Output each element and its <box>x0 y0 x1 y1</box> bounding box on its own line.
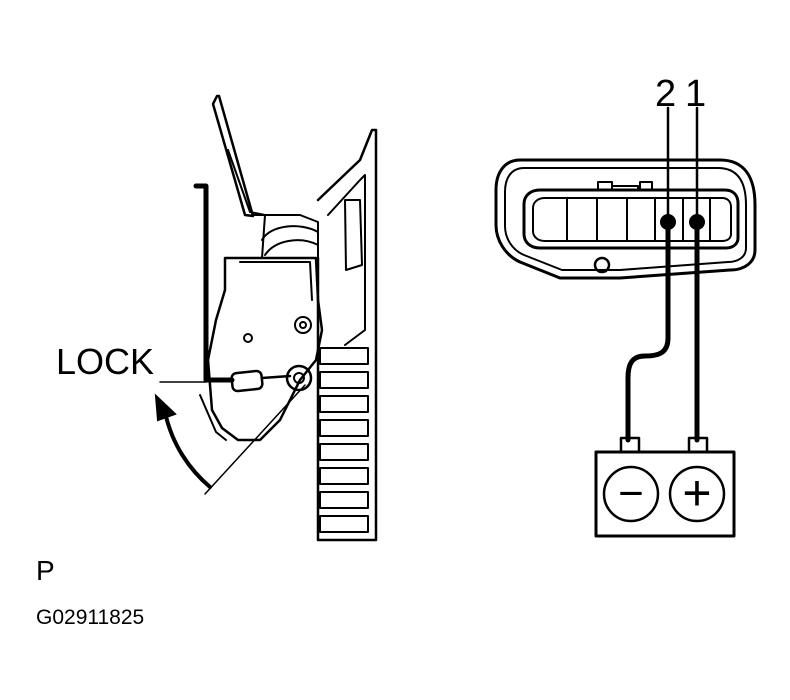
lock-label: LOCK <box>56 341 154 382</box>
figure-code: G02911825 <box>36 606 144 629</box>
lock-arrow-icon <box>163 410 212 489</box>
minus-icon: − <box>618 469 644 518</box>
connector <box>494 158 757 280</box>
position-label: P <box>36 555 55 586</box>
lock-actuator <box>193 94 378 542</box>
plus-icon: + <box>682 465 711 521</box>
battery: − + <box>594 436 736 538</box>
pin-2-label: 2 <box>655 73 676 115</box>
battery-positive-terminal <box>668 465 726 523</box>
pin-1-label: 1 <box>685 73 706 115</box>
battery-negative-terminal <box>602 465 660 523</box>
lock-arrowhead <box>154 393 177 422</box>
negative-lead <box>625 219 671 443</box>
lock-direction-indicator <box>154 381 306 495</box>
